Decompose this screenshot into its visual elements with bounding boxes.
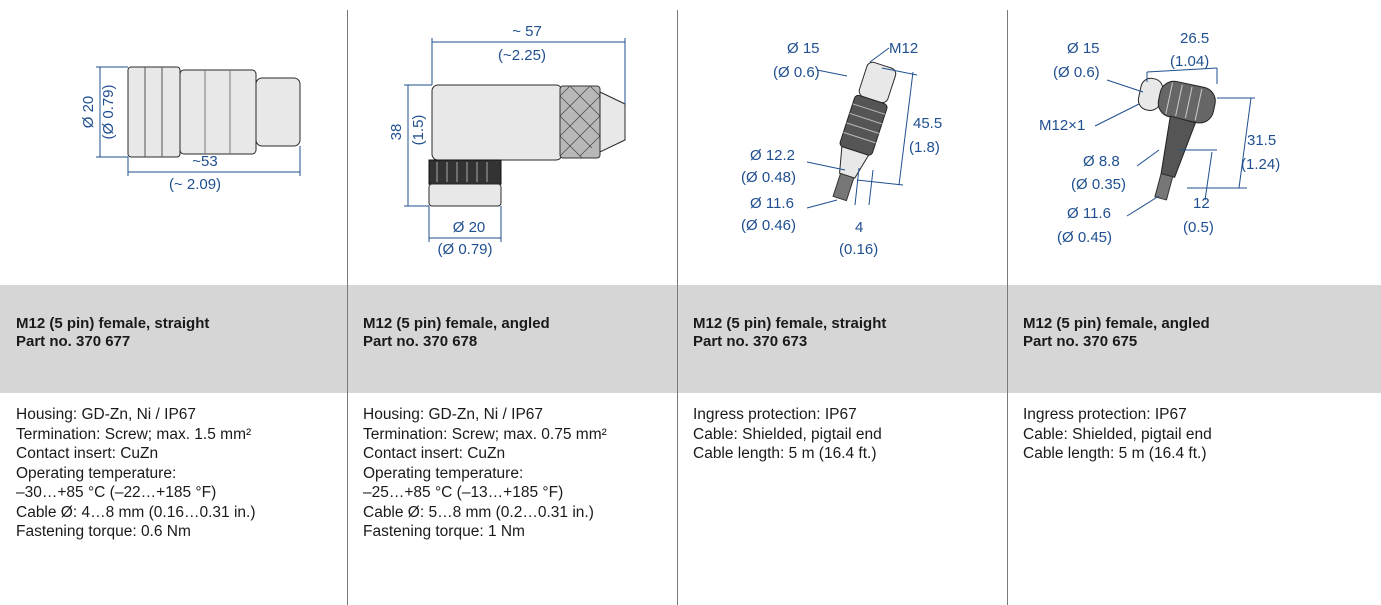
cable (1154, 173, 1174, 201)
dim-length: 31.5 (1247, 132, 1276, 149)
spec-line: Termination: Screw; max. 1.5 mm² (16, 425, 252, 443)
column-divider (347, 10, 348, 605)
strain-relief (839, 145, 870, 179)
spec-line: Fastening torque: 1 Nm (363, 523, 525, 540)
column-divider (677, 10, 678, 605)
spec-list: Ingress protection: IP67 Cable: Shielded… (1023, 405, 1373, 464)
dim-height-in: (1.5) (410, 115, 427, 146)
dim-length: ~ 57 (512, 23, 542, 40)
spec-line: –30…+85 °C (–22…+185 °F) (16, 484, 217, 501)
connector-base (428, 183, 502, 207)
dim-diameter-low-in: (Ø 0.46) (741, 217, 796, 234)
spec-line: Operating temperature: (363, 464, 524, 482)
dimension-drawing: Ø 15 (Ø 0.6) M12 Ø 12.2 (Ø 0.48) Ø 11.6 … (741, 40, 942, 258)
connector-drawing-angled-cable: Ø 15 (Ø 0.6) 26.5 (1.04) M12×1 Ø 8.8 (Ø … (1007, 0, 1381, 285)
dimension-drawing: ~ 57 (~2.25) 38 (1.5) Ø 20 (Ø 0.79) (388, 23, 626, 258)
spec-line: –25…+85 °C (–13…+185 °F) (363, 484, 564, 501)
dim-length-in: (~ 2.09) (169, 176, 221, 193)
connector-drawing-straight: Ø 20 (Ø 0.79) ~53 (~ 2.09) (0, 0, 347, 285)
spec-line: Ingress protection: IP67 (1023, 406, 1187, 423)
dim-small: 4 (855, 219, 863, 236)
dim-length-in: (~2.25) (498, 47, 546, 64)
dimension-drawing: Ø 15 (Ø 0.6) 26.5 (1.04) M12×1 Ø 8.8 (Ø … (1039, 30, 1280, 246)
part-number: Part no. 370 677 (16, 333, 131, 350)
dim-diameter-in: (Ø 0.79) (437, 241, 492, 258)
cable (832, 172, 855, 202)
connector-grip (839, 94, 888, 156)
dim-length-in: (1.8) (909, 139, 940, 156)
dim-diameter-mid-in: (Ø 0.35) (1071, 176, 1126, 193)
thread-label: M12 (889, 40, 918, 57)
spec-line: Cable: Shielded, pigtail end (693, 425, 882, 443)
dim-small-in: (0.16) (839, 241, 878, 258)
dim-height: 38 (388, 124, 405, 141)
spec-line: Cable length: 5 m (16.4 ft.) (1023, 445, 1207, 462)
dim-width-in: (1.04) (1170, 53, 1209, 70)
product-title: M12 (5 pin) female, straight (693, 315, 887, 332)
spec-line: Termination: Screw; max. 0.75 mm² (363, 425, 607, 443)
dim-width: 26.5 (1180, 30, 1209, 47)
dim-diameter-mid: Ø 12.2 (750, 147, 795, 164)
dim-diameter-top: Ø 15 (787, 40, 820, 57)
dim-diameter: Ø 20 (453, 219, 486, 236)
product-header: M12 (5 pin) female, angled Part no. 370 … (347, 285, 677, 393)
dim-diameter-top-in: (Ø 0.6) (773, 64, 820, 81)
thread-label: M12×1 (1039, 117, 1085, 134)
dim-small-in: (0.5) (1183, 219, 1214, 236)
product-title: M12 (5 pin) female, angled (363, 315, 550, 332)
spec-list: Ingress protection: IP67 Cable: Shielded… (693, 405, 999, 464)
dim-diameter-low: Ø 11.6 (1067, 205, 1111, 222)
strain-relief (1160, 115, 1197, 178)
spec-line: Housing: GD-Zn, Ni / IP67 (16, 406, 197, 423)
dim-small: 12 (1193, 195, 1210, 212)
dim-diameter: Ø 20 (80, 96, 97, 129)
connector-tip (599, 91, 626, 153)
connector-coupling-nut (127, 66, 181, 158)
product-column-370677: Ø 20 (Ø 0.79) ~53 (~ 2.09) M12 (5 pin) f… (0, 0, 347, 605)
connector-strain-relief (255, 77, 301, 147)
dimension-drawing: Ø 20 (Ø 0.79) ~53 (~ 2.09) (80, 66, 301, 193)
dim-length: ~53 (192, 153, 217, 170)
part-number: Part no. 370 675 (1023, 333, 1138, 350)
product-column-370678: ~ 57 (~2.25) 38 (1.5) Ø 20 (Ø 0.79) M12 … (347, 0, 677, 605)
spec-line: Cable Ø: 5…8 mm (0.2…0.31 in.) (363, 503, 594, 521)
spec-list: Housing: GD-Zn, Ni / IP67 Termination: S… (363, 405, 669, 542)
dim-length-in: (1.24) (1241, 156, 1280, 173)
dim-diameter-low-in: (Ø 0.45) (1057, 229, 1112, 246)
spec-line: Operating temperature: (16, 464, 177, 482)
product-column-370675: Ø 15 (Ø 0.6) 26.5 (1.04) M12×1 Ø 8.8 (Ø … (1007, 0, 1381, 605)
spec-line: Contact insert: CuZn (363, 445, 506, 462)
spec-line: Fastening torque: 0.6 Nm (16, 523, 191, 540)
spec-line: Ingress protection: IP67 (693, 406, 857, 423)
part-number: Part no. 370 678 (363, 333, 478, 350)
spec-line: Housing: GD-Zn, Ni / IP67 (363, 406, 544, 423)
dim-diameter-in: (Ø 0.79) (100, 84, 117, 139)
column-divider (1007, 10, 1008, 605)
product-column-370673: Ø 15 (Ø 0.6) M12 Ø 12.2 (Ø 0.48) Ø 11.6 … (677, 0, 1007, 605)
part-number: Part no. 370 673 (693, 333, 808, 350)
product-header: M12 (5 pin) female, angled Part no. 370 … (1007, 285, 1381, 393)
dim-diameter-low: Ø 11.6 (750, 195, 794, 212)
connector-body (431, 84, 563, 161)
dim-diameter-mid: Ø 8.8 (1083, 153, 1120, 170)
spec-line: Cable length: 5 m (16.4 ft.) (693, 445, 877, 462)
spec-list: Housing: GD-Zn, Ni / IP67 Termination: S… (16, 405, 339, 542)
product-title: M12 (5 pin) female, angled (1023, 315, 1210, 332)
connector-drawing-angled: ~ 57 (~2.25) 38 (1.5) Ø 20 (Ø 0.79) (347, 0, 677, 285)
connector-body (179, 69, 257, 155)
spec-line: Cable Ø: 4…8 mm (0.16…0.31 in.) (16, 503, 256, 521)
dim-diameter-top-in: (Ø 0.6) (1053, 64, 1100, 81)
dim-diameter-mid-in: (Ø 0.48) (741, 169, 796, 186)
product-title: M12 (5 pin) female, straight (16, 315, 210, 332)
dim-diameter-top: Ø 15 (1067, 40, 1100, 57)
coupling-ring (428, 159, 502, 185)
spec-line: Cable: Shielded, pigtail end (1023, 425, 1212, 443)
dim-length: 45.5 (913, 115, 942, 132)
product-header: M12 (5 pin) female, straight Part no. 37… (677, 285, 1007, 393)
product-header: M12 (5 pin) female, straight Part no. 37… (0, 285, 347, 393)
connector-drawing-straight-cable: Ø 15 (Ø 0.6) M12 Ø 12.2 (Ø 0.48) Ø 11.6 … (677, 0, 1007, 285)
spec-line: Contact insert: CuZn (16, 445, 159, 462)
connector-head (1157, 80, 1216, 124)
